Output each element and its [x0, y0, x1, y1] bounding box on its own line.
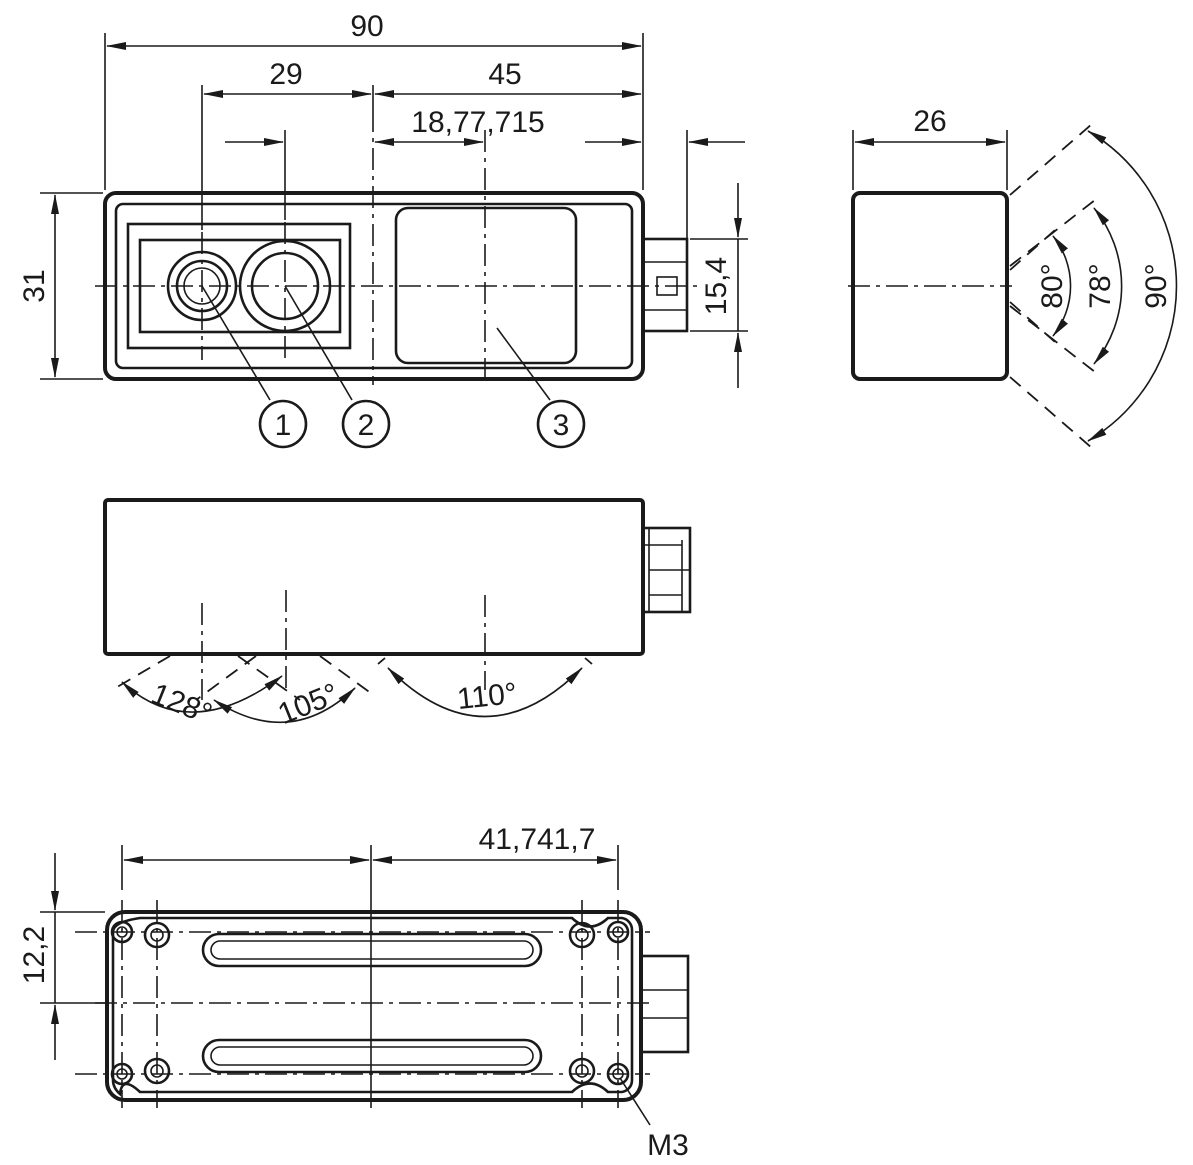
dim-height: 31	[18, 269, 51, 302]
angle-arc-110	[387, 667, 583, 718]
bottom-view: 41,741,7 12,2 M3	[18, 823, 690, 1162]
dim-hole-spacing: 41,741,7	[479, 823, 596, 856]
front-plug	[641, 237, 689, 333]
angle-arc-90	[1087, 130, 1178, 442]
front-view-dimension-lines	[51, 42, 745, 388]
front-view-centerlines	[95, 110, 700, 385]
front-view-extension-lines	[40, 33, 748, 380]
bottom-slot-upper	[201, 932, 543, 968]
thread-label: M3	[647, 1129, 689, 1162]
callout-2-label: 2	[358, 409, 375, 442]
top-view-plug	[641, 526, 692, 614]
front-view: 90 29 45 18,77,715 31 15,4 1 2 3	[18, 10, 748, 449]
angle-arc-105	[213, 687, 356, 724]
angle-label-80: 80°	[1036, 263, 1069, 308]
bottom-view-centerlines	[75, 900, 650, 1108]
callout-1-label: 1	[275, 409, 292, 442]
callout-3-label: 3	[553, 409, 570, 442]
callout-3: 3	[496, 327, 586, 449]
bottom-view-body	[105, 910, 643, 1102]
side-view: 26 80° 78° 90°	[848, 105, 1178, 449]
top-view: 128° 105° 110°	[103, 498, 692, 731]
dim-reference-to-window: 45	[488, 58, 521, 91]
thread-leader	[619, 1077, 651, 1126]
angle-label-78: 78°	[1084, 263, 1117, 308]
dim-overall-length: 90	[350, 10, 383, 43]
side-view-beam-rays	[1009, 123, 1096, 449]
callout-2: 2	[284, 285, 391, 449]
angle-label-128: 128°	[147, 677, 217, 731]
callout-1: 1	[201, 285, 308, 449]
dim-side-width: 26	[913, 105, 946, 138]
dim-offsets: 18,77,715	[411, 106, 544, 139]
angle-label-105: 105°	[273, 677, 343, 731]
dim-plug-offset: 15,4	[700, 257, 733, 315]
angle-arc-80	[1052, 235, 1072, 337]
angle-label-90: 90°	[1140, 263, 1173, 308]
angle-label-110: 110°	[456, 677, 519, 716]
bottom-view-plug	[639, 954, 690, 1054]
dim-hole-offset: 12,2	[18, 926, 51, 984]
angle-arc-78	[1093, 207, 1123, 365]
bottom-slot-lower	[201, 1038, 543, 1074]
dim-reference-to-emitter: 29	[269, 58, 302, 91]
top-view-body	[103, 498, 645, 656]
